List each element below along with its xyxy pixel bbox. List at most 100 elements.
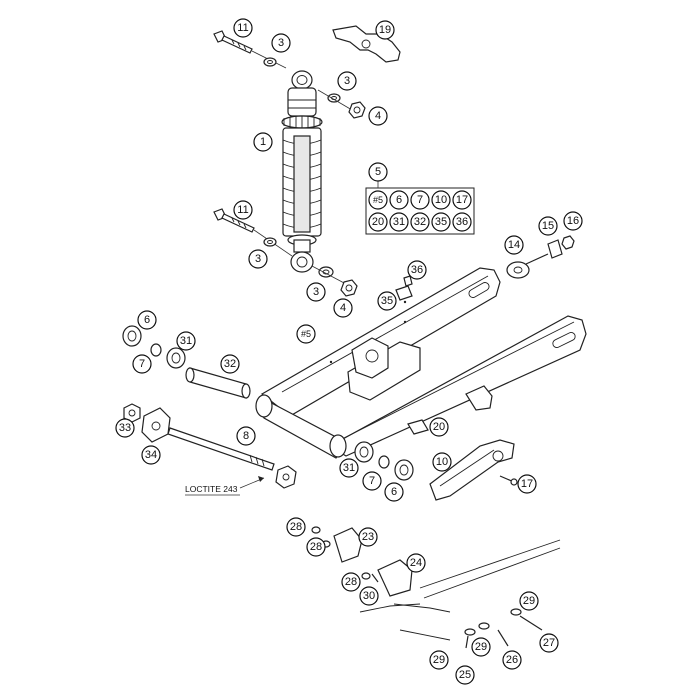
callout-28-b: 28 xyxy=(306,537,326,557)
bracket-24 xyxy=(377,559,413,597)
svg-text:20: 20 xyxy=(433,421,445,433)
callout-3-top: 3 xyxy=(271,33,291,53)
bearing-31-left xyxy=(166,347,186,369)
washer-29b xyxy=(478,622,490,630)
callout-23: 23 xyxy=(358,527,378,547)
bolt-30 xyxy=(371,573,379,583)
svg-text:1: 1 xyxy=(260,136,266,148)
svg-text:17: 17 xyxy=(456,194,468,206)
svg-text:33: 33 xyxy=(119,422,131,434)
svg-text:35: 35 xyxy=(435,216,447,228)
svg-text:36: 36 xyxy=(411,264,423,276)
kit-item-1: #5 xyxy=(368,190,388,210)
callout-6-right: 6 xyxy=(384,482,404,502)
nut-33 xyxy=(123,403,141,423)
kit-item-5: 17 xyxy=(452,190,472,210)
svg-text:32: 32 xyxy=(414,216,426,228)
svg-text:30: 30 xyxy=(363,590,375,602)
loctite-arrow xyxy=(239,476,265,489)
svg-text:19: 19 xyxy=(379,24,391,36)
callout-20: 20 xyxy=(429,417,449,437)
loctite-label: LOCTITE 243 xyxy=(185,484,240,496)
svg-text:29: 29 xyxy=(523,595,535,607)
pivot-shaft-8 xyxy=(167,427,275,471)
washer-28a xyxy=(311,526,321,534)
callout-6-left: 6 xyxy=(137,310,157,330)
callout-33: 33 xyxy=(115,418,135,438)
svg-text:6: 6 xyxy=(144,314,150,326)
svg-text:15: 15 xyxy=(542,220,554,232)
svg-text:5: 5 xyxy=(375,166,381,178)
svg-text:6: 6 xyxy=(396,194,402,206)
callout-26: 26 xyxy=(502,650,522,670)
swingarm xyxy=(255,267,587,459)
nut-pivot-right xyxy=(275,465,297,489)
callout-15: 15 xyxy=(538,216,558,236)
nut-16 xyxy=(561,235,575,250)
kit-item-8: 32 xyxy=(410,212,430,232)
callout-31-left: 31 xyxy=(176,331,196,351)
callout-29-b: 29 xyxy=(471,637,491,657)
callout-28-a: 28 xyxy=(286,517,306,537)
callout-29-c: 29 xyxy=(429,650,449,670)
svg-text:10: 10 xyxy=(436,456,448,468)
svg-text:32: 32 xyxy=(224,358,236,370)
svg-text:#5: #5 xyxy=(373,195,383,205)
callout-34: 34 xyxy=(141,445,161,465)
kit-item-6: 20 xyxy=(368,212,388,232)
callout-4-lower: 4 xyxy=(333,298,353,318)
callout-3-lower-left: 3 xyxy=(248,249,268,269)
callout-29-a: 29 xyxy=(519,591,539,611)
callout-32: 32 xyxy=(220,354,240,374)
kit-item-7: 31 xyxy=(389,212,409,232)
callout-8: 8 xyxy=(236,426,256,446)
callout-16: 16 xyxy=(563,211,583,231)
svg-text:3: 3 xyxy=(278,37,284,49)
svg-text:3: 3 xyxy=(313,286,319,298)
callout-31-right: 31 xyxy=(339,458,359,478)
svg-text:31: 31 xyxy=(180,335,192,347)
svg-text:26: 26 xyxy=(506,654,518,666)
sleeve-32 xyxy=(185,367,251,399)
callout-30: 30 xyxy=(359,586,379,606)
washer-29a xyxy=(464,628,476,636)
kit-item-2: 6 xyxy=(389,190,409,210)
spacer-20 xyxy=(407,419,429,435)
svg-text:31: 31 xyxy=(343,462,355,474)
svg-text:3: 3 xyxy=(344,75,350,87)
callout-11-top: 11 xyxy=(233,18,253,38)
svg-text:29: 29 xyxy=(475,641,487,653)
svg-text:#5: #5 xyxy=(301,329,311,339)
chain-adjuster-14 xyxy=(506,253,549,279)
bracket-19 xyxy=(332,25,401,63)
svg-text:LOCTITE 243: LOCTITE 243 xyxy=(185,484,238,494)
nut-4-upper xyxy=(348,101,366,119)
kit-item-4: 10 xyxy=(431,190,451,210)
seal-6-left xyxy=(122,325,142,347)
svg-text:29: 29 xyxy=(433,654,445,666)
washer-28c xyxy=(361,572,371,580)
svg-text:7: 7 xyxy=(139,358,145,370)
washer-3-lower-right xyxy=(311,265,347,285)
callout-14: 14 xyxy=(504,235,524,255)
svg-text:24: 24 xyxy=(410,557,422,569)
svg-text:16: 16 xyxy=(567,215,579,227)
callout-36: 36 xyxy=(407,260,427,280)
callout-5-ref: #5 xyxy=(296,324,316,344)
washer-3-top xyxy=(263,57,277,67)
callout-7-left: 7 xyxy=(132,354,152,374)
svg-text:17: 17 xyxy=(521,478,533,490)
svg-text:11: 11 xyxy=(237,204,248,216)
svg-text:3: 3 xyxy=(255,253,261,265)
svg-text:10: 10 xyxy=(435,194,447,206)
bolt-26 xyxy=(497,629,509,647)
svg-text:6: 6 xyxy=(391,486,397,498)
callout-25: 25 xyxy=(455,665,475,685)
svg-text:28: 28 xyxy=(290,521,302,533)
bolt-27 xyxy=(519,615,543,631)
callout-19: 19 xyxy=(375,20,395,40)
bolt-25 xyxy=(465,635,469,649)
callout-27: 27 xyxy=(539,633,559,653)
callout-28-c: 28 xyxy=(341,572,361,592)
